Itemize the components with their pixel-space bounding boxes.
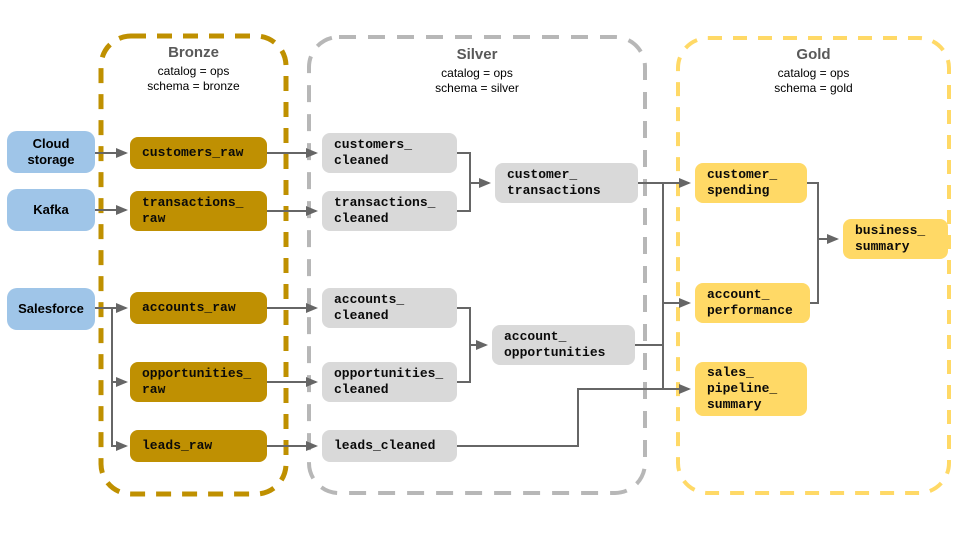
table-label: sales_ pipeline_ summary xyxy=(707,365,778,412)
edge-opportunities-cleaned-merge xyxy=(457,346,471,383)
table-label: business_ summary xyxy=(855,223,926,254)
table-business-summary: business_ summary xyxy=(843,219,948,259)
table-accounts-cleaned: accounts_ cleaned xyxy=(322,288,457,328)
table-label: transactions_ raw xyxy=(142,195,244,226)
gold-zone-header: Gold catalog = ops schema = gold xyxy=(678,46,949,96)
silver-zone-header: Silver catalog = ops schema = silver xyxy=(309,46,645,96)
bronze-zone-title: Bronze xyxy=(168,44,219,61)
silver-zone-border xyxy=(307,35,647,495)
bronze-zone-catalog: catalog = ops xyxy=(157,64,230,78)
edge-customer-spending-to-business-summary xyxy=(807,182,839,244)
table-sales-pipeline-summary: sales_ pipeline_ summary xyxy=(695,362,807,416)
edge-salesforce-to-opportunities-raw xyxy=(111,308,128,387)
silver-zone-catalog: catalog = ops xyxy=(441,66,513,80)
table-label: accounts_ cleaned xyxy=(334,292,405,323)
table-transactions-cleaned: transactions_ cleaned xyxy=(322,191,457,231)
table-label: customers_raw xyxy=(142,145,244,160)
table-opportunities-cleaned: opportunities_ cleaned xyxy=(322,362,457,402)
source-salesforce: Salesforce xyxy=(7,288,95,330)
table-label: account_ performance xyxy=(707,287,793,318)
table-leads-cleaned: leads_cleaned xyxy=(322,430,457,462)
table-label: opportunities_ raw xyxy=(142,366,252,397)
table-account-performance: account_ performance xyxy=(695,283,810,323)
table-label: opportunities_ cleaned xyxy=(334,366,444,397)
table-customers-cleaned: customers_ cleaned xyxy=(322,133,457,173)
gold-zone-schema: schema = gold xyxy=(774,81,853,95)
bronze-zone-border xyxy=(98,33,289,497)
source-label: Cloud storage xyxy=(27,136,75,167)
edge-account-performance-merge xyxy=(808,240,819,304)
source-kafka: Kafka xyxy=(7,189,95,231)
table-opportunities-raw: opportunities_ raw xyxy=(130,362,267,402)
table-label: customers_ cleaned xyxy=(334,137,413,168)
table-customers-raw: customers_raw xyxy=(130,137,267,169)
source-label: Salesforce xyxy=(18,301,84,316)
silver-zone-schema: schema = silver xyxy=(435,81,519,95)
table-transactions-raw: transactions_ raw xyxy=(130,191,267,231)
table-label: customer_ spending xyxy=(707,167,778,198)
edge-transactions-cleaned-merge xyxy=(457,184,471,212)
table-label: transactions_ cleaned xyxy=(334,195,436,226)
edge-customers-cleaned-to-customer-transactions xyxy=(457,152,491,188)
table-accounts-raw: accounts_raw xyxy=(130,292,267,324)
gold-zone-border xyxy=(676,36,951,495)
table-customer-transactions: customer_ transactions xyxy=(495,163,638,203)
source-label: Kafka xyxy=(33,202,69,217)
source-cloud-storage: Cloud storage xyxy=(7,131,95,173)
table-account-opportunities: account_ opportunities xyxy=(492,325,635,365)
table-label: account_ opportunities xyxy=(504,329,606,360)
edge-salesforce-to-leads-raw xyxy=(111,308,128,451)
gold-zone-title: Gold xyxy=(796,46,831,63)
table-label: leads_raw xyxy=(142,438,213,453)
table-label: accounts_raw xyxy=(142,300,236,315)
table-label: customer_ transactions xyxy=(507,167,601,198)
bronze-zone-header: Bronze catalog = ops schema = bronze xyxy=(101,44,286,94)
table-customer-spending: customer_ spending xyxy=(695,163,807,203)
bronze-zone-schema: schema = bronze xyxy=(147,79,240,93)
gold-zone-catalog: catalog = ops xyxy=(777,66,850,80)
edge-leads-cleaned-route xyxy=(457,390,579,447)
table-leads-raw: leads_raw xyxy=(130,430,267,462)
edge-accounts-cleaned-to-account-opportunities xyxy=(457,307,488,350)
table-label: leads_cleaned xyxy=(334,438,436,453)
silver-zone-title: Silver xyxy=(456,46,498,63)
